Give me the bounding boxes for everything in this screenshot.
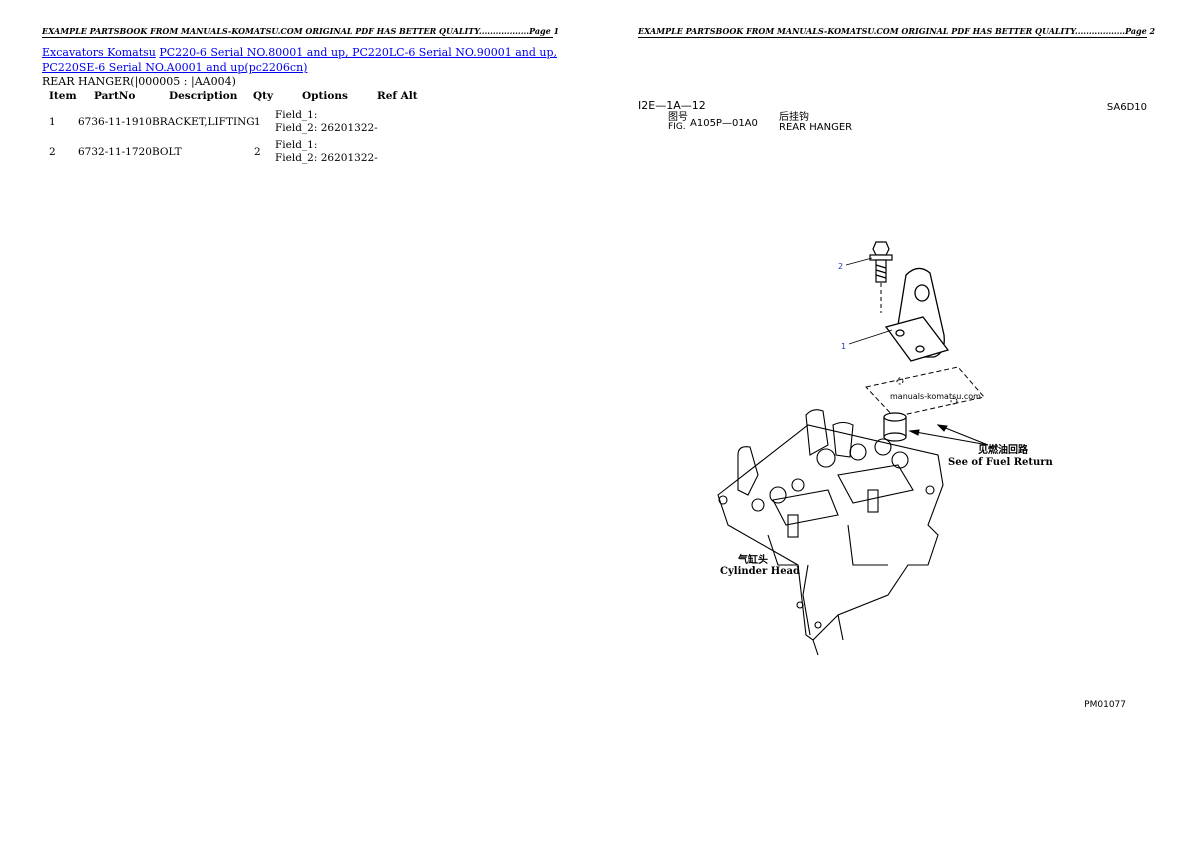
parts-diagram-svg: I2E—1A—12 图号 FIG. A105P—01A0 后挂钩 REAR HA… — [638, 99, 1147, 710]
col-header-qty: Qty — [253, 90, 274, 102]
note-fuel-return-cn: 见燃油回路 — [978, 443, 1029, 456]
row-option-field2: Field_2: 26201322- — [275, 122, 378, 134]
callout-2-leader — [845, 257, 873, 266]
drawing-fig-cn: 图号 — [668, 111, 688, 123]
row-qty: 2 — [254, 146, 261, 158]
breadcrumb: Excavators Komatsu PC220-6 Serial NO.800… — [42, 45, 562, 75]
row-option-field1: Field_1: — [275, 109, 318, 121]
spacer-part — [883, 412, 907, 442]
callout-1-leader — [848, 329, 893, 345]
callout-2: 2 — [838, 262, 843, 271]
section-title: REAR HANGER(|000005 : |AA004) — [42, 75, 236, 88]
label-cylinder-head-cn: 气缸头 — [737, 553, 768, 566]
row-partno: 6732-11-1720 — [78, 146, 152, 158]
parts-diagram: I2E—1A—12 图号 FIG. A105P—01A0 后挂钩 REAR HA… — [638, 95, 1150, 715]
callout-1: 1 — [841, 342, 846, 351]
cylinder-head-part — [717, 409, 944, 656]
drawing-code-topleft: I2E—1A—12 — [638, 99, 706, 112]
watermark-text: manuals-komatsu.com — [890, 392, 981, 401]
row-item: 1 — [49, 116, 56, 128]
drawing-fig-label: FIG. — [668, 122, 686, 132]
row-partno: 6736-11-1910 — [78, 116, 152, 128]
col-header-options: Options — [302, 90, 348, 102]
row-description: BOLT — [152, 146, 182, 158]
row-option-field1: Field_1: — [275, 139, 318, 151]
fuel-return-arrows — [908, 424, 989, 446]
drawing-title-en: REAR HANGER — [779, 122, 852, 133]
col-header-description: Description — [169, 90, 238, 102]
drawing-code-bottomright: PM01077 — [1084, 700, 1126, 710]
col-header-partno: PartNo — [94, 90, 136, 102]
breadcrumb-link-excavators[interactable]: Excavators Komatsu — [42, 46, 156, 59]
label-cylinder-head-en: Cylinder Head — [720, 566, 800, 577]
drawing-code-topright: SA6D10 — [1107, 102, 1147, 113]
gasket-part — [865, 366, 985, 418]
row-description: BRACKET,LIFTING — [152, 116, 255, 128]
bracket-lifting-part — [884, 267, 950, 362]
breadcrumb-link-catalog[interactable]: PC220SE-6 Serial NO.A0001 and up(pc2206c… — [42, 61, 308, 74]
col-header-refalt: Ref Alt — [377, 90, 418, 102]
note-fuel-return-en: See of Fuel Return — [948, 457, 1054, 468]
bolt-part — [869, 241, 893, 283]
row-qty: 1 — [254, 116, 261, 128]
breadcrumb-link-model[interactable]: PC220-6 Serial NO.80001 and up, PC220LC-… — [159, 46, 557, 59]
page-header-left: EXAMPLE PARTSBOOK FROM MANUALS-KOMATSU.C… — [42, 26, 560, 38]
drawing-fig-number: A105P—01A0 — [690, 118, 758, 129]
drawing-title-cn: 后挂钩 — [779, 110, 809, 123]
row-item: 2 — [49, 146, 56, 158]
col-header-item: Item — [49, 90, 77, 102]
row-option-field2: Field_2: 26201322- — [275, 152, 378, 164]
page-header-right: EXAMPLE PARTSBOOK FROM MANUALS-KOMATSU.C… — [638, 26, 1156, 38]
